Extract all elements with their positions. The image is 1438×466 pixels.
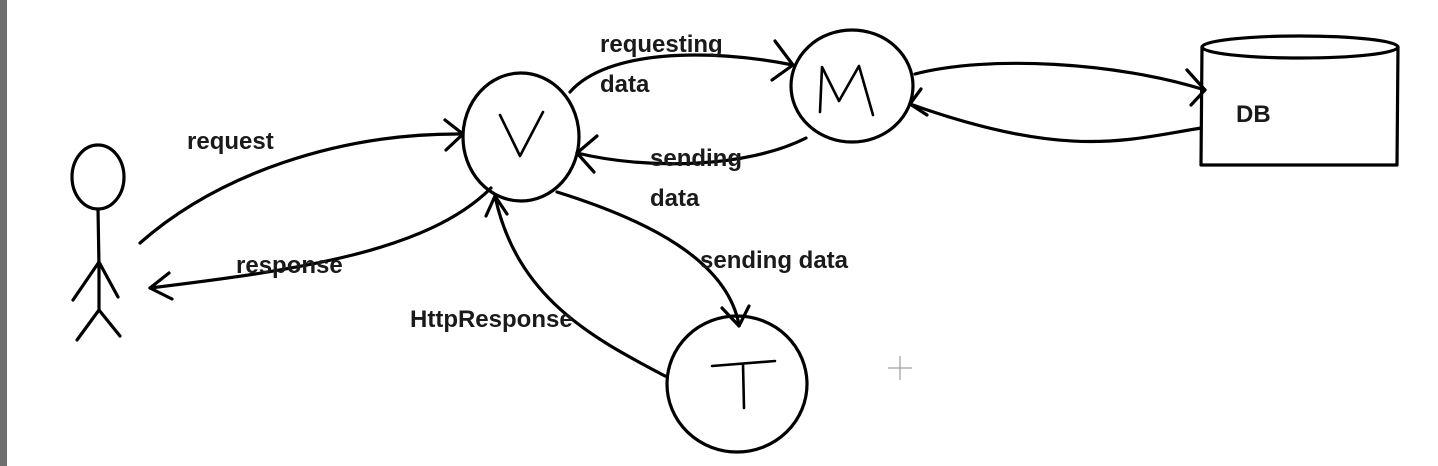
request-arrow — [138, 118, 465, 245]
http-response-arrow — [484, 194, 667, 378]
view-node-letter-glyph — [498, 110, 545, 158]
database-node: DB — [1199, 34, 1400, 167]
model-to-db-arrow — [913, 61, 1207, 107]
request-label: request — [187, 128, 274, 155]
requesting-data-arrow — [568, 39, 795, 94]
sending-data-label-line1: sending — [650, 145, 742, 172]
template-node: T — [665, 314, 809, 454]
model-node: M — [789, 28, 915, 144]
view-to-template-arrow — [555, 190, 751, 328]
response-arrow — [148, 186, 493, 301]
sending-data-template-label: sending data — [700, 247, 849, 274]
requesting-data-label-line1: requesting — [600, 31, 723, 58]
user-stick-figure — [70, 143, 126, 342]
sending-data-label-line2: data — [650, 185, 700, 212]
sending-data-return-arrow — [575, 134, 808, 174]
database-label: DB — [1236, 101, 1271, 128]
crosshair-cursor-icon — [888, 356, 912, 380]
db-to-model-arrow — [908, 87, 1203, 144]
mvt-diagram: V M T DB request response requesting dat… — [70, 28, 1400, 454]
requesting-data-label-line2: data — [600, 71, 650, 98]
template-node-letter-glyph — [710, 359, 777, 410]
http-response-label: HttpResponse — [410, 306, 573, 333]
model-node-letter-glyph — [818, 64, 875, 117]
view-node: V — [461, 71, 581, 203]
response-label: response — [236, 252, 343, 279]
